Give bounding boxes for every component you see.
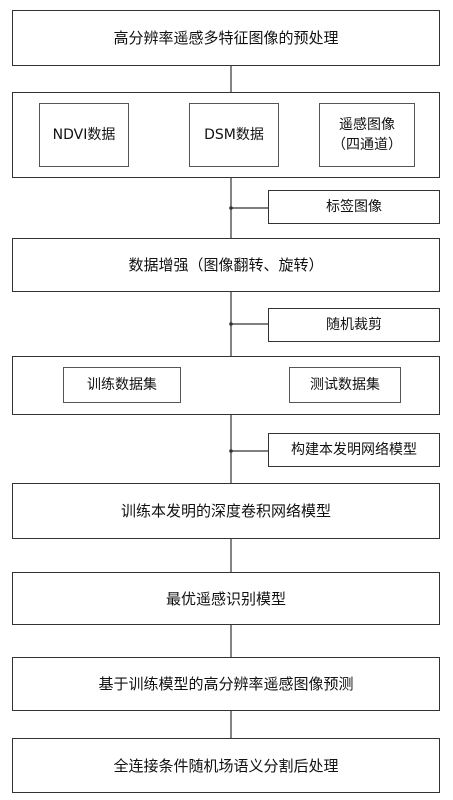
step-predict: 基于训练模型的高分辨率遥感图像预测: [12, 657, 440, 711]
side-random-crop-text: 随机裁剪: [326, 317, 382, 333]
source-ndvi: NDVI数据: [39, 103, 129, 167]
data-sources-group: NDVI数据 DSM数据 遥感图像 （四通道）: [12, 92, 440, 178]
step-best-model: 最优遥感识别模型: [12, 572, 440, 625]
step-train-label: 训练本发明的深度卷积网络模型: [120, 502, 331, 520]
test-dataset: 测试数据集: [289, 367, 401, 403]
side-build-model-text: 构建本发明网络模型: [291, 442, 417, 458]
dataset-group: 训练数据集 测试数据集: [12, 356, 440, 415]
step-best-model-label: 最优遥感识别模型: [165, 589, 286, 608]
side-random-crop: 随机裁剪: [268, 308, 440, 342]
step-postprocess-label: 全连接条件随机场语义分割后处理: [113, 756, 339, 775]
train-dataset: 训练数据集: [63, 367, 181, 403]
side-label-image: 标签图像: [268, 190, 440, 224]
side-build-model: 构建本发明网络模型: [268, 433, 440, 467]
train-dataset-label: 训练数据集: [87, 377, 157, 393]
step-postprocess: 全连接条件随机场语义分割后处理: [12, 738, 440, 793]
step-augment-label: 数据增强（图像翻转、旋转）: [128, 256, 324, 274]
test-dataset-label: 测试数据集: [310, 377, 380, 393]
step-preprocess: 高分辨率遥感多特征图像的预处理: [12, 10, 440, 66]
source-dsm-label: DSM数据: [204, 127, 264, 143]
step-predict-label: 基于训练模型的高分辨率遥感图像预测: [98, 675, 354, 693]
step-augment: 数据增强（图像翻转、旋转）: [12, 238, 440, 292]
source-rs-image-label: 遥感图像 （四通道）: [332, 117, 402, 153]
source-rs-image: 遥感图像 （四通道）: [319, 103, 415, 167]
source-dsm: DSM数据: [189, 103, 279, 167]
step-train: 训练本发明的深度卷积网络模型: [12, 483, 440, 539]
side-label-image-text: 标签图像: [326, 199, 382, 215]
source-ndvi-label: NDVI数据: [52, 127, 116, 143]
step-preprocess-label: 高分辨率遥感多特征图像的预处理: [113, 29, 339, 47]
